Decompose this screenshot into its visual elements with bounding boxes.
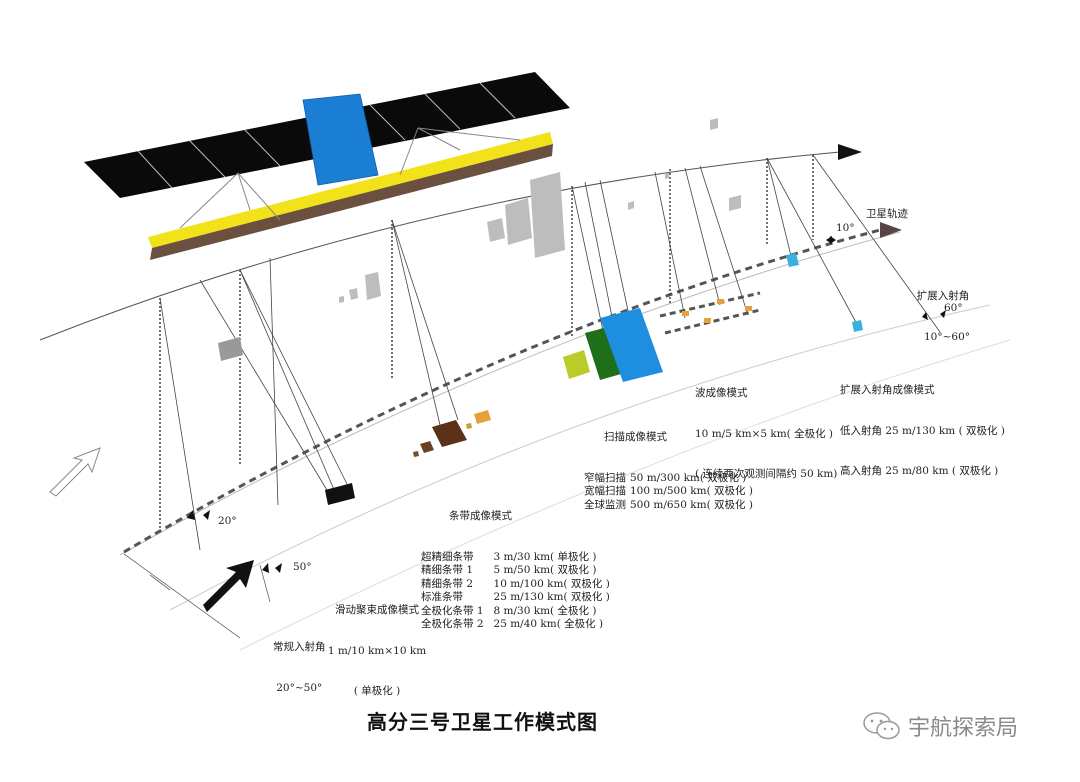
track-arrow-icon xyxy=(880,222,902,238)
extended-incidence-title: 扩展入射角 xyxy=(916,290,970,302)
ground-arc-3 xyxy=(239,339,1011,651)
track-angle: 10° xyxy=(836,222,855,234)
ground-arc-2 xyxy=(169,304,991,611)
extended-mode-label: 扩展入射角成像模式 低入射角 25 m/130 km ( 双极化 ) 高入射角 … xyxy=(840,357,1005,506)
extended-high-row: 高入射角 25 m/80 km ( 双极化 ) xyxy=(840,465,1005,479)
antenna-face xyxy=(150,144,553,260)
track-label: 卫星轨迹 xyxy=(866,208,908,220)
figure-title: 高分三号卫星工作模式图 xyxy=(367,710,598,734)
satellite xyxy=(84,72,570,260)
regular-angle-max: 50° xyxy=(293,561,312,573)
scan-wide-footprint xyxy=(585,326,628,380)
spotlight-footprint xyxy=(325,483,355,505)
extended-low-footprint xyxy=(786,253,799,267)
ground-track xyxy=(123,228,881,554)
strip-footprints xyxy=(413,410,491,457)
wechat-icon xyxy=(863,712,900,740)
spotlight-spec: 1 m/10 km×10 km xyxy=(327,644,427,657)
extended-mode-title: 扩展入射角成像模式 xyxy=(840,384,935,396)
extended-incidence-range: 10°~60° xyxy=(924,330,971,343)
regular-incidence-title: 常规入射角 xyxy=(273,641,326,653)
antenna-edge xyxy=(148,132,553,248)
wave-spec: 10 m/5 km×5 km( 全极化 ) xyxy=(695,427,834,440)
spotlight-shadow xyxy=(218,337,243,361)
extended-high-footprint xyxy=(852,320,863,332)
extended-low-spec: 25 m/130 km ( 双极化 ) xyxy=(885,424,1005,437)
orbit-arc xyxy=(39,151,841,341)
scan-global-footprint xyxy=(600,308,663,382)
extended-high-spec: 25 m/80 km ( 双极化 ) xyxy=(885,465,999,477)
watermark-text: 宇航探索局 xyxy=(908,716,1019,741)
stripmap-title: 条带成像模式 xyxy=(449,510,512,522)
extended-low-name: 低入射角 xyxy=(840,424,882,437)
regular-angle-min: 20° xyxy=(218,515,237,527)
look-direction-arrow-icon xyxy=(203,560,254,612)
spotlight-polarization: ( 单极化 ) xyxy=(353,685,401,697)
wave-title: 波成像模式 xyxy=(695,387,748,399)
watermark: 宇航探索局 xyxy=(862,710,1018,742)
shadow-squares xyxy=(339,118,741,303)
wave-interval: ( 连续两次观测间隔约 50 km) xyxy=(695,468,838,480)
spotlight-mode-label: 滑动聚束成像模式 1 m/10 km×10 km ( 单极化 ) xyxy=(327,577,427,726)
spotlight-title: 滑动聚束成像模式 xyxy=(335,604,419,616)
extended-high-name: 高入射角 xyxy=(840,465,882,477)
regular-incidence-label: 常规入射角 20°~50° xyxy=(273,614,326,722)
wave-mode-label: 波成像模式 10 m/5 km×5 km( 全极化 ) ( 连续两次观测间隔约 … xyxy=(695,360,837,509)
extended-low-row: 低入射角 25 m/130 km ( 双极化 ) xyxy=(840,425,1005,439)
scan-title: 扫描成像模式 xyxy=(604,431,667,443)
scan-narrow-footprint xyxy=(563,350,590,379)
extended-incidence-label: 扩展入射角 10°~60° xyxy=(916,263,970,371)
extended-angle: 60° xyxy=(944,302,963,314)
regular-incidence-range: 20°~50° xyxy=(276,681,323,694)
hollow-arrow-icon xyxy=(49,447,101,497)
orbit-direction-arrow-icon xyxy=(838,144,862,160)
ground-arc-1 xyxy=(119,231,901,556)
wave-footprints xyxy=(682,299,752,323)
satellite-body xyxy=(302,93,379,186)
